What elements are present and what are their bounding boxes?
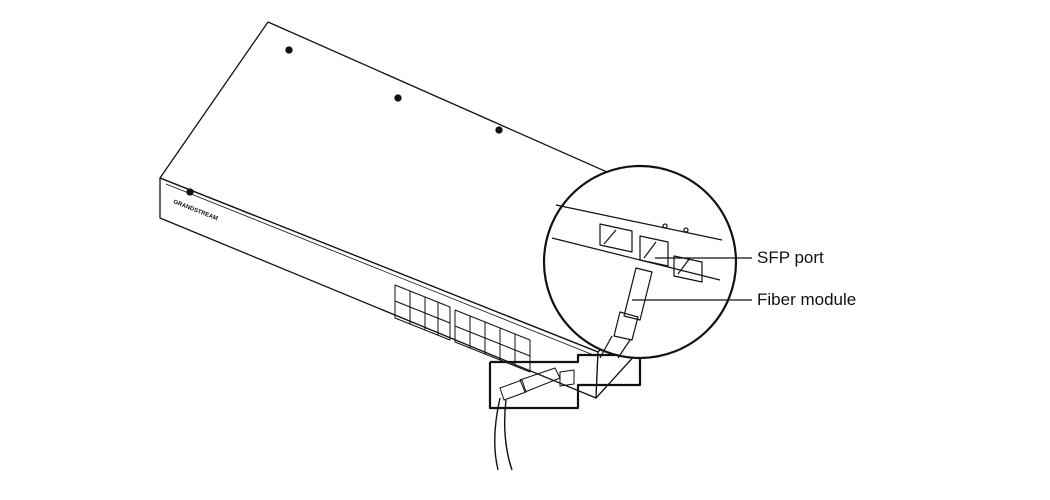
magnified-panel — [551, 204, 723, 359]
magnify-circle — [542, 164, 738, 360]
highlight-box — [488, 353, 642, 410]
label-sfp-port: SFP port — [757, 248, 824, 267]
label-fiber-module: Fiber module — [757, 290, 857, 309]
fiber-cable — [494, 397, 513, 471]
sfp-port-icon — [639, 235, 669, 267]
fiber-module-icon — [623, 267, 653, 321]
ethernet-port-bank — [394, 284, 531, 373]
